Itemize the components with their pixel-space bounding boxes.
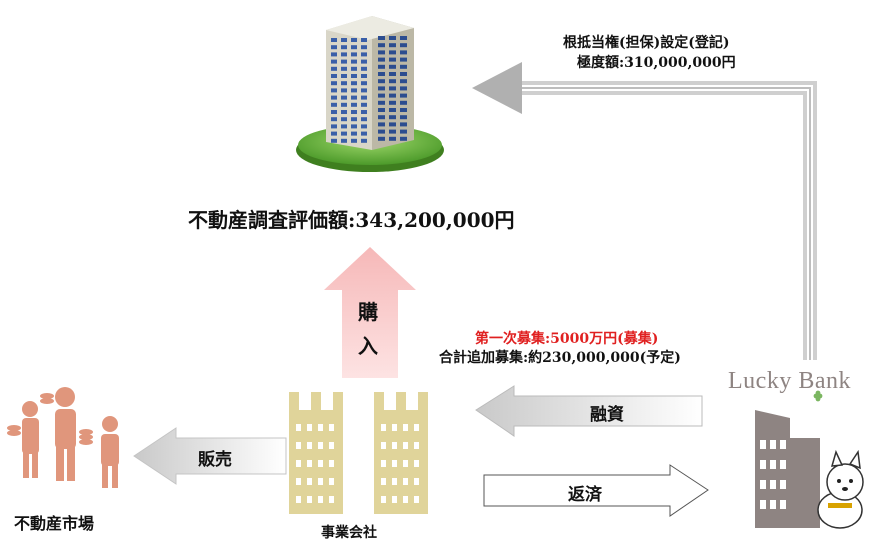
fundraise-first: 第一次募集:5000万円(募集) (475, 331, 659, 347)
purchase-arrow (324, 247, 416, 378)
lien-text-line1: 根抵当権(担保)設定(登記) (563, 35, 730, 51)
clover-icon (813, 390, 823, 402)
sales-arrow (133, 427, 287, 485)
lien-arrow (472, 62, 817, 360)
purchase-label-char2: 入 (358, 334, 378, 358)
purchase-label-char1: 購 (358, 300, 378, 324)
bank-logo: Lucky Bank (728, 368, 851, 394)
dog-mascot-icon (817, 449, 864, 529)
tower-building-icon (296, 16, 444, 172)
financing-label: 融資 (590, 405, 624, 425)
people-group-icon (7, 387, 119, 488)
fundraise-total: 合計追加募集:約230,000,000(予定) (439, 350, 681, 366)
market-caption: 不動産市場 (14, 514, 95, 533)
sales-label: 販売 (198, 450, 232, 470)
company-caption: 事業会社 (321, 525, 377, 541)
lien-text-line2: 極度額:310,000,000円 (577, 55, 736, 71)
repayment-arrow (483, 464, 709, 517)
repayment-label: 返済 (568, 485, 602, 505)
company-building-icon (289, 392, 428, 514)
appraisal-value: 不動産調査評価額:343,200,000円 (188, 208, 515, 232)
financing-arrow (475, 385, 703, 437)
bank-building-icon (755, 410, 820, 528)
